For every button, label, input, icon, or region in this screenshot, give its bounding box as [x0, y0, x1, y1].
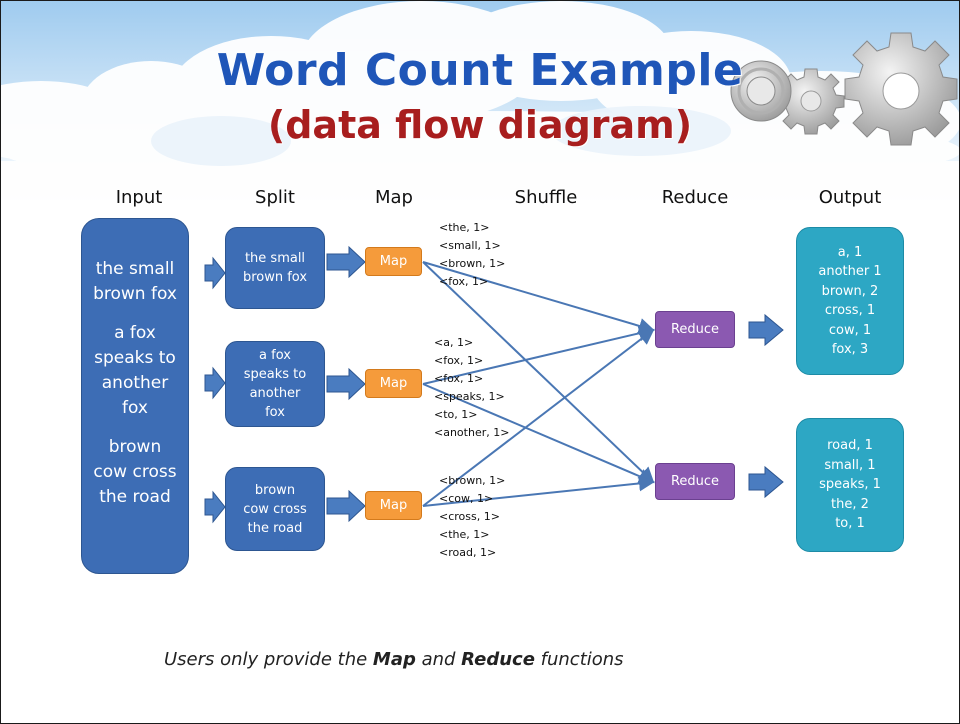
- gear-icon: [730, 32, 958, 146]
- input-line: brown cow cross the road: [93, 437, 177, 507]
- map-box: Map: [365, 491, 422, 520]
- output-box: road, 1 small, 1 speaks, 1 the, 2 to, 1: [796, 418, 904, 552]
- shuffle-pairs: <a, 1> <fox, 1> <fox, 1> <speaks, 1> <to…: [434, 336, 510, 439]
- output-box: a, 1 another 1 brown, 2 cross, 1 cow, 1 …: [796, 227, 904, 375]
- column-header-reduce: Reduce: [661, 187, 729, 208]
- shuffle-lines: [422, 261, 655, 507]
- input-box: the small brown fox a fox speaks to anot…: [81, 218, 189, 574]
- column-header-input: Input: [115, 187, 163, 208]
- map-box: Map: [365, 369, 422, 398]
- shuffle-pairs: <the, 1> <small, 1> <brown, 1> <fox, 1>: [439, 221, 506, 288]
- reduce-box: Reduce: [655, 463, 735, 500]
- column-header-shuffle: Shuffle: [514, 187, 578, 208]
- footer-note: Users only provide the Map and Reduce fu…: [164, 649, 624, 670]
- input-line: a fox speaks to another fox: [94, 323, 176, 418]
- column-header-output: Output: [818, 187, 882, 208]
- block-arrows: [204, 245, 784, 524]
- page-title: Word Count Example: [216, 45, 744, 96]
- footer-map: Map: [372, 649, 416, 670]
- column-header-map: Map: [375, 187, 413, 208]
- input-line: the small brown fox: [93, 259, 177, 304]
- split-box: a fox speaks to another fox: [225, 341, 325, 427]
- footer-reduce: Reduce: [461, 649, 535, 670]
- page-subtitle: (data flow diagram): [267, 103, 693, 147]
- reduce-box: Reduce: [655, 311, 735, 348]
- map-box: Map: [365, 247, 422, 276]
- column-header-split: Split: [255, 187, 295, 208]
- split-box: brown cow cross the road: [225, 467, 325, 551]
- shuffle-pairs: <brown, 1> <cow, 1> <cross, 1> <the, 1> …: [439, 474, 506, 559]
- split-box: the small brown fox: [225, 227, 325, 309]
